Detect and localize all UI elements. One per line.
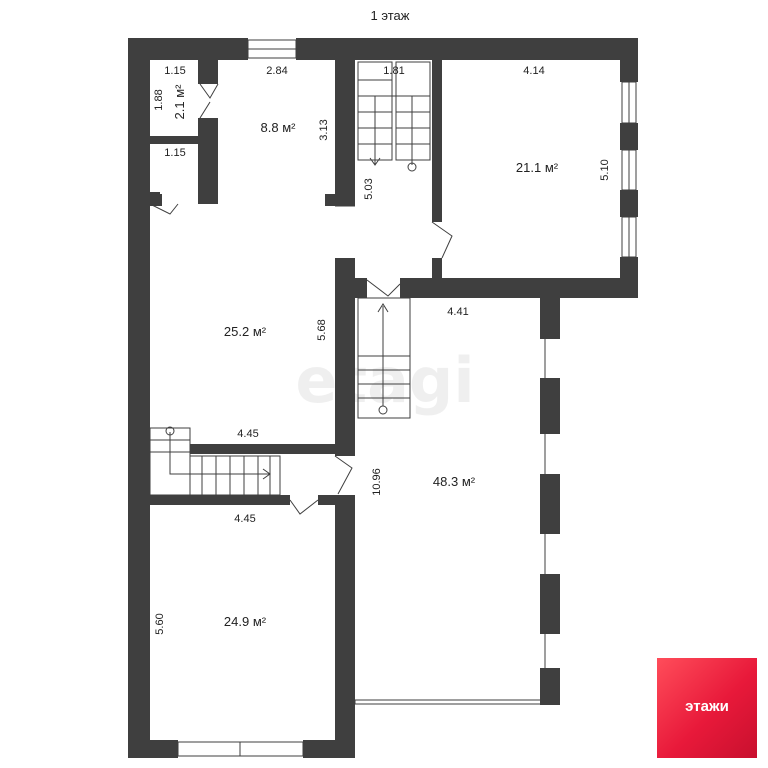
floor-title: 1 этаж <box>371 8 410 23</box>
room-48: 4.41 10.96 48.3 м² <box>371 306 476 496</box>
wc-width: 1.15 <box>164 65 185 77</box>
room-closet: 1.15 <box>164 147 185 159</box>
exterior-walls <box>128 38 638 758</box>
stair-icon <box>149 61 431 496</box>
interior-walls <box>150 38 442 505</box>
room-21-area: 21.1 м² <box>516 160 559 175</box>
window-icon <box>177 39 637 757</box>
room-48-height: 10.96 <box>371 468 383 496</box>
hall-width: 1.81 <box>383 65 404 77</box>
room-25-width: 4.45 <box>237 428 258 440</box>
room-hall-stair: 1.81 5.03 <box>363 65 405 200</box>
room-24-area: 24.9 м² <box>224 614 267 629</box>
logo-text: этажи <box>685 698 729 715</box>
room-24-width: 4.45 <box>234 513 255 525</box>
room-8-area: 8.8 м² <box>261 120 297 135</box>
room-25-height: 5.68 <box>316 319 328 340</box>
door-swing-icon <box>149 83 453 515</box>
room-25-area: 25.2 м² <box>224 324 267 339</box>
room-24-height: 5.60 <box>154 613 166 634</box>
room-8-height: 3.13 <box>318 119 330 140</box>
room-48-area: 48.3 м² <box>433 474 476 489</box>
room-21-height: 5.10 <box>599 159 611 180</box>
wc-height: 1.88 <box>153 89 165 110</box>
room-21-width: 4.14 <box>523 65 544 77</box>
hall-height: 5.03 <box>363 178 375 199</box>
room-8-width: 2.84 <box>266 65 287 77</box>
room-25: 25.2 м² 5.68 4.45 <box>224 319 328 440</box>
room-24: 4.45 5.60 24.9 м² <box>154 513 267 635</box>
room-wc-small: 1.15 1.88 2.1 м² <box>153 65 187 119</box>
closet-width: 1.15 <box>164 147 185 159</box>
room-21: 4.14 5.10 21.1 м² <box>516 65 611 181</box>
room-48-width: 4.41 <box>447 306 468 318</box>
wc-area: 2.1 м² <box>172 84 187 120</box>
etazhi-logo: этажи <box>657 658 757 758</box>
room-8: 2.84 3.13 8.8 м² <box>261 65 330 141</box>
